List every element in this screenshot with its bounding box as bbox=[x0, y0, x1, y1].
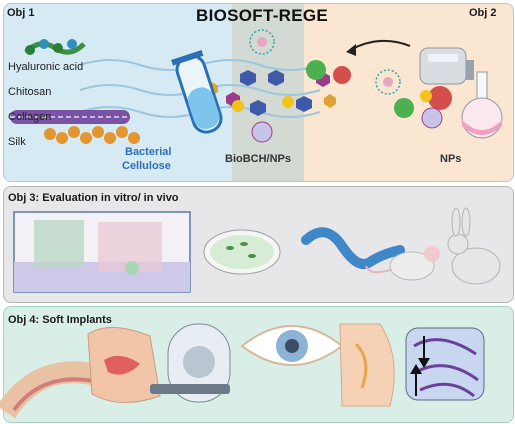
nanoparticle-cluster-icon bbox=[375, 69, 452, 129]
breast-tissue-illustration bbox=[339, 323, 395, 407]
hyaluronic-acid-illustration bbox=[24, 39, 86, 55]
nanoparticle-icons bbox=[232, 29, 351, 143]
synthesis-device-illustration bbox=[419, 47, 474, 85]
rabbit-icon bbox=[447, 207, 501, 285]
hydrogel-implant-icon bbox=[405, 327, 485, 401]
nps-label: NPs bbox=[440, 153, 462, 165]
brain-spine-illustration bbox=[0, 361, 103, 419]
biobch-nps-label: BioBCH/NPs bbox=[225, 153, 292, 165]
obj4-heading: Obj 4: Soft Implants bbox=[8, 314, 112, 326]
in-vitro-cell-culture-illustration bbox=[13, 211, 191, 293]
silk-illustration bbox=[44, 126, 140, 144]
flask-icon bbox=[461, 71, 503, 139]
mri-scanner-icon bbox=[150, 323, 231, 403]
main-title: BIOSOFT-REGE bbox=[196, 6, 329, 25]
bacterial-cellulose-tube-icon bbox=[171, 50, 223, 134]
abdominal-organs-illustration bbox=[87, 326, 161, 404]
mouse-icon bbox=[365, 246, 440, 281]
bacterial-cellulose-label-line1: Bacterial bbox=[125, 146, 172, 158]
arrow-head-icon bbox=[346, 44, 356, 56]
curved-arrow-icon bbox=[349, 39, 411, 51]
obj3-heading: Obj 3: Evaluation in vitro/ in vivo bbox=[8, 192, 179, 204]
material-label-hyaluronic-acid: Hyaluronic acid bbox=[8, 61, 84, 73]
bacterial-cellulose-label-line2: Cellulose bbox=[122, 160, 171, 172]
material-label-collagen: Collagen bbox=[8, 111, 52, 123]
collagen-illustration bbox=[10, 110, 130, 124]
petri-dish-icon bbox=[203, 229, 281, 275]
material-label-silk: Silk bbox=[8, 136, 26, 148]
obj1-heading: Obj 1 bbox=[7, 7, 35, 19]
worm-icon bbox=[301, 227, 405, 269]
eye-icon bbox=[240, 325, 344, 366]
material-label-chitosan: Chitosan bbox=[8, 86, 52, 98]
obj2-heading: Obj 2 bbox=[469, 7, 497, 19]
